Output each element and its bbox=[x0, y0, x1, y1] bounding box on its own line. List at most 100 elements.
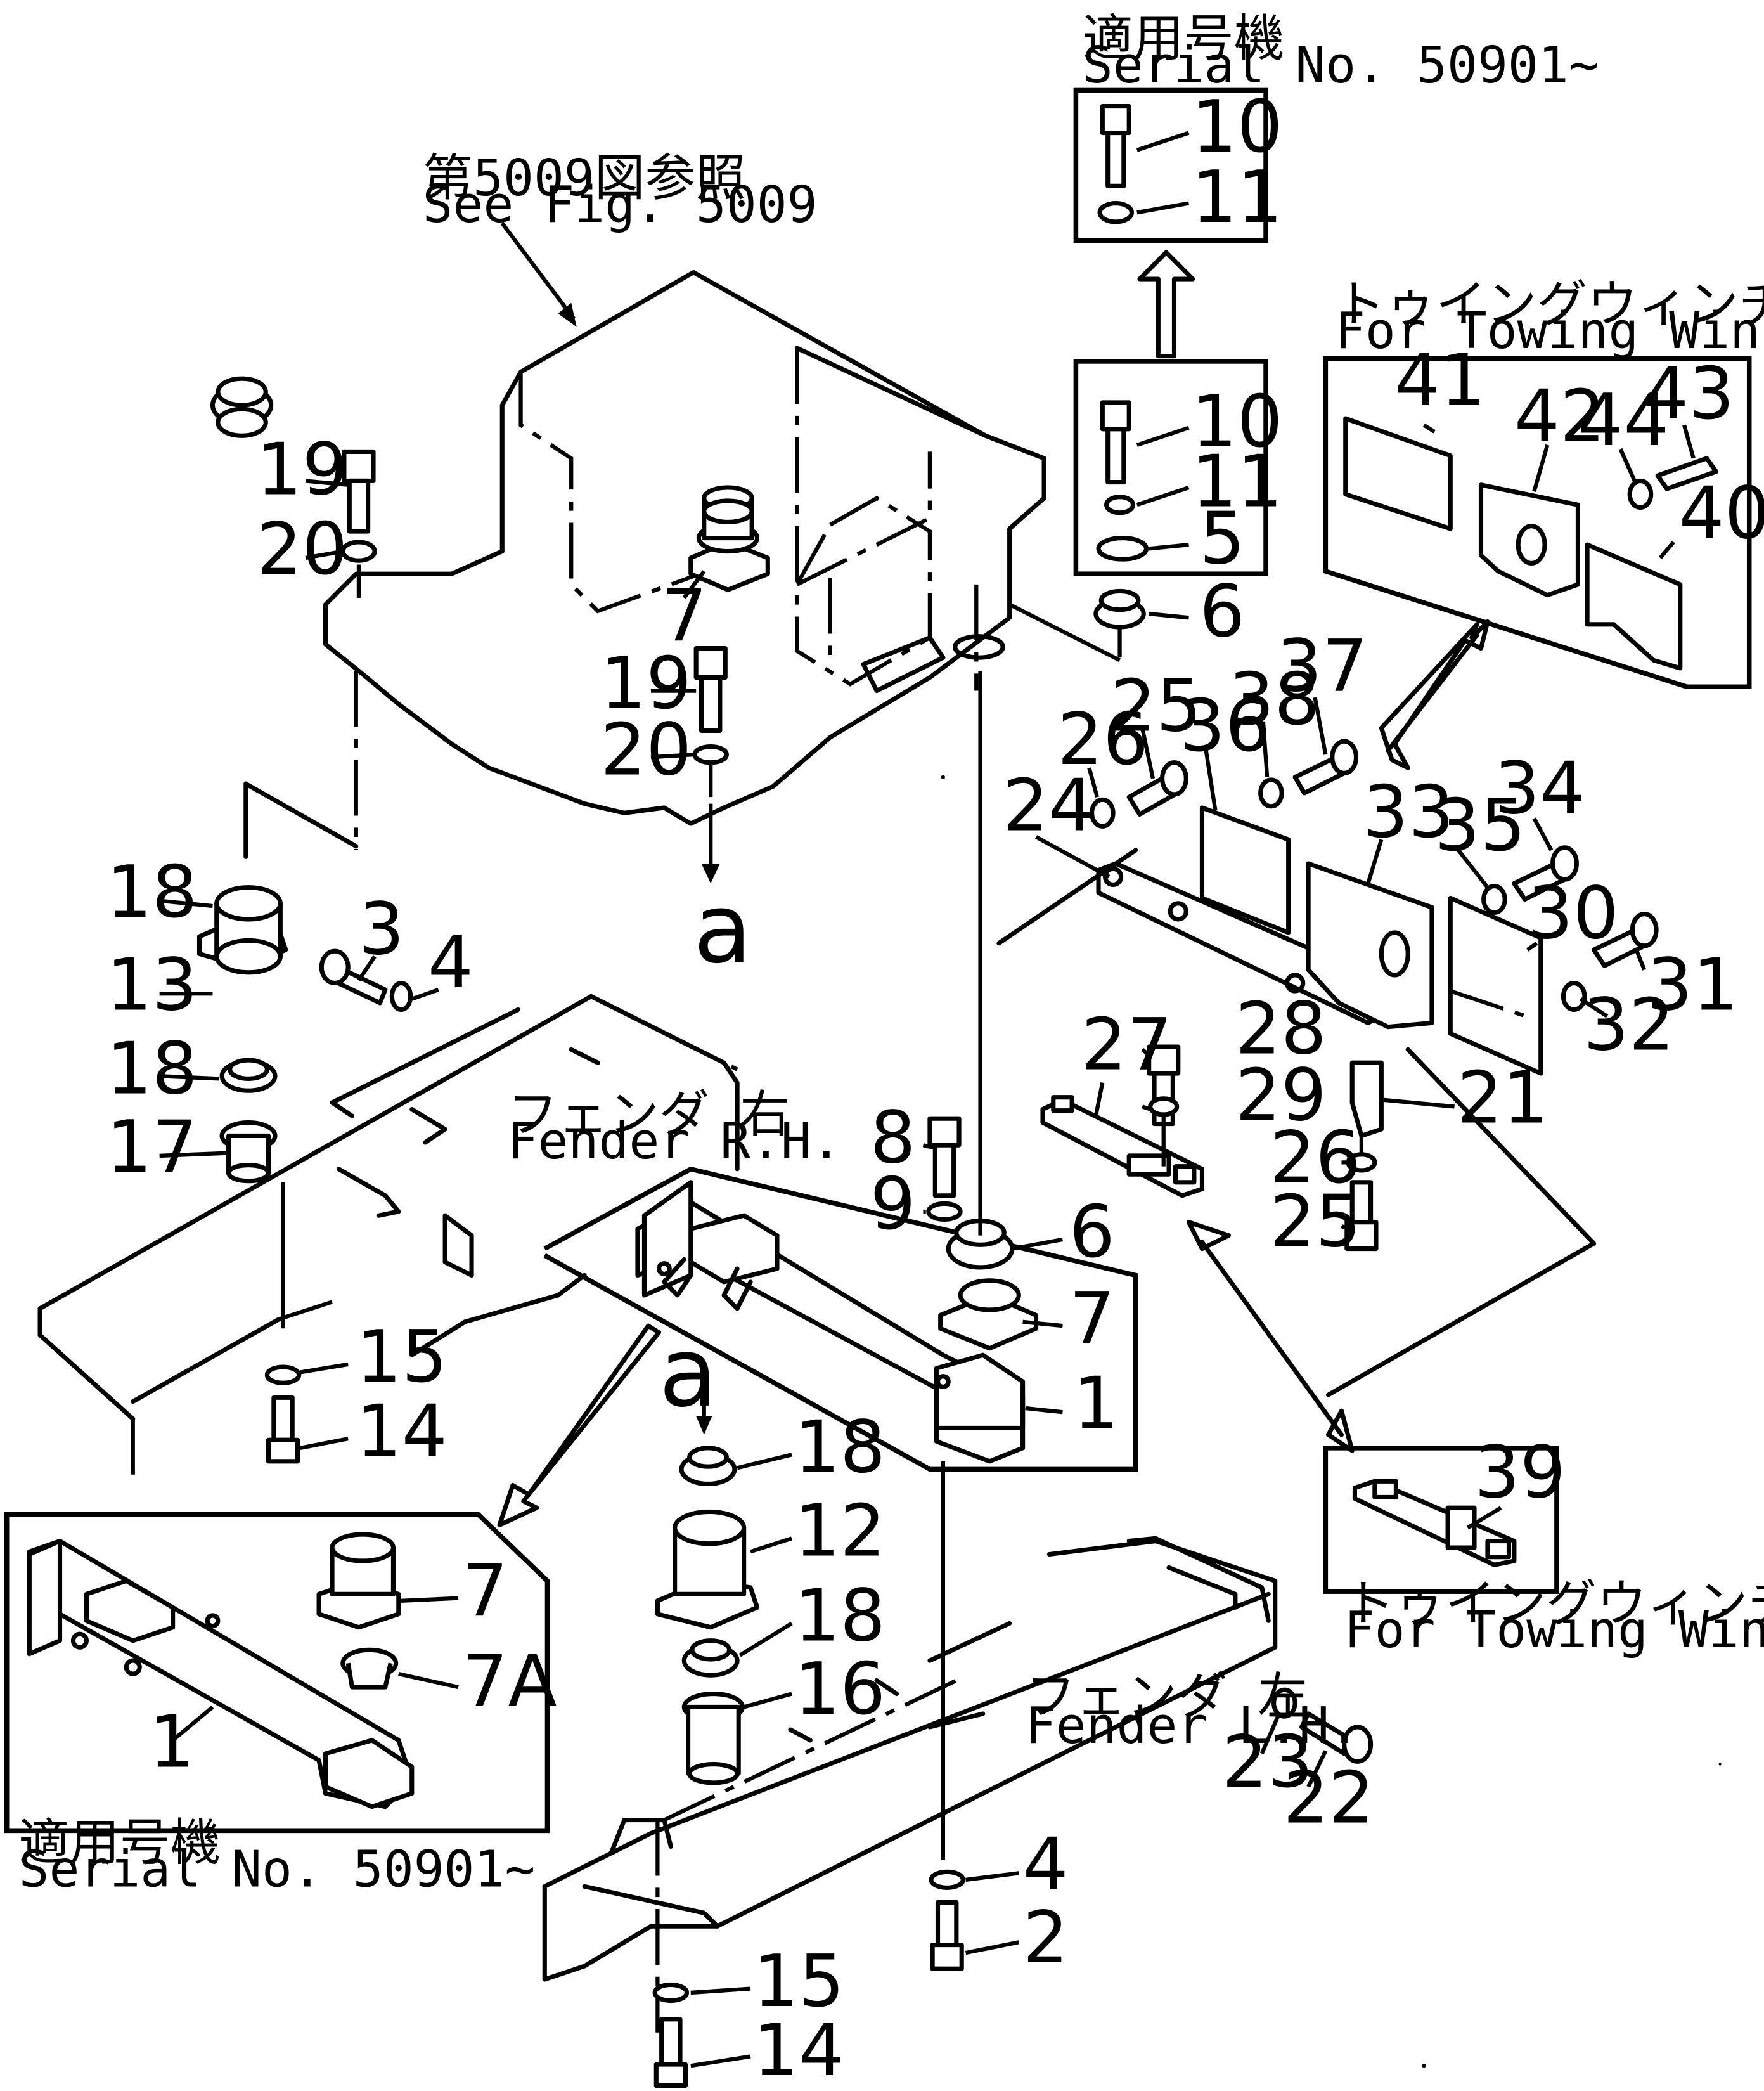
note-towing-top-jp: トゥイングウィンチ用 bbox=[1335, 275, 1764, 333]
leader-lines bbox=[159, 131, 1696, 2068]
double-arrow-bottom bbox=[1186, 1220, 1355, 1453]
label-40: 40 bbox=[1679, 472, 1764, 555]
label-29: 29 bbox=[1235, 1053, 1327, 1137]
inset-box-serial-bottom bbox=[4, 1512, 550, 1834]
label-11-top: 11 bbox=[1192, 155, 1283, 239]
view-a-arrow-upper bbox=[701, 803, 720, 884]
label-7a: 7A bbox=[462, 1639, 557, 1723]
tank-mount-7 bbox=[688, 485, 770, 592]
double-arrow-top bbox=[1379, 619, 1490, 770]
label-25a: 25 bbox=[1111, 664, 1202, 748]
label-21: 21 bbox=[1457, 1056, 1548, 1140]
view-marker-upper: a bbox=[693, 873, 752, 985]
label-14-bottom: 14 bbox=[753, 2009, 844, 2091]
bolt-28 bbox=[1147, 1044, 1181, 1167]
view-marker-lower: a bbox=[659, 1317, 717, 1428]
label-23: 23 bbox=[1222, 1720, 1313, 1804]
label-43: 43 bbox=[1643, 352, 1734, 436]
label-7-tank: 7 bbox=[662, 574, 707, 657]
fender-rh bbox=[37, 994, 740, 1475]
bracket-24-assembly bbox=[996, 805, 1597, 1397]
label-20b: 20 bbox=[600, 708, 692, 792]
frame-1-main bbox=[635, 1180, 1026, 1464]
note-serial-top-jp: 適用号機 bbox=[1083, 9, 1284, 68]
tank-bolt-19a bbox=[340, 449, 377, 598]
label-31: 31 bbox=[1647, 943, 1738, 1026]
bolt-22 bbox=[1271, 1687, 1374, 1764]
bolt-37 bbox=[1258, 739, 1359, 809]
label-44: 44 bbox=[1578, 379, 1669, 462]
label-25b: 25 bbox=[1270, 1179, 1361, 1263]
stray-dot bbox=[1718, 1763, 1722, 1766]
fuel-tank-outline bbox=[243, 269, 1046, 860]
note-fender-lh-jp: フェンダ 左 bbox=[1026, 1667, 1308, 1726]
inset-box-towing-bottom bbox=[1323, 1446, 1559, 1594]
bolt-34 bbox=[1481, 845, 1579, 916]
up-arrow bbox=[1137, 250, 1195, 359]
inset-box-washers bbox=[1073, 359, 1268, 576]
label-15-bottom: 15 bbox=[753, 1939, 844, 2023]
notes: 適用号機 Serial No. 50901∼ 第5009図参照 See Fig.… bbox=[19, 9, 1764, 1898]
label-6-upper: 6 bbox=[1199, 570, 1245, 654]
fender-lh bbox=[542, 1536, 1278, 2033]
label-28: 28 bbox=[1235, 987, 1327, 1071]
label-20a: 20 bbox=[257, 507, 348, 591]
label-33: 33 bbox=[1363, 770, 1454, 854]
note-fender-rh-en: Fender R.H. bbox=[508, 1111, 842, 1170]
note-see-fig-jp: 第5009図参照 bbox=[423, 148, 746, 207]
mount-18-lower-a bbox=[679, 1446, 737, 1487]
note-serial-bottom-jp: 適用号機 bbox=[19, 1813, 221, 1872]
inset-box-towing-top bbox=[1323, 356, 1752, 690]
label-1-inset: 1 bbox=[149, 1700, 195, 1784]
see-fig-arrow bbox=[500, 222, 577, 327]
label-16: 16 bbox=[794, 1647, 885, 1731]
label-30: 30 bbox=[1528, 871, 1619, 955]
label-39: 39 bbox=[1474, 1430, 1566, 1514]
note-fender-rh-jp: フェンダ 右 bbox=[508, 1085, 790, 1144]
bolt-14-bottom bbox=[652, 1982, 690, 2088]
label-38: 38 bbox=[1228, 657, 1320, 741]
bolt-8 bbox=[926, 1116, 963, 1222]
label-11-mid: 11 bbox=[1192, 439, 1283, 523]
view-a-arrow-lower bbox=[696, 1382, 712, 1435]
label-34: 34 bbox=[1494, 746, 1585, 830]
mount-18-lower-b bbox=[681, 1638, 740, 1678]
mount-13 bbox=[196, 885, 288, 975]
note-towing-bottom-jp: トゥイングウィンチ用 bbox=[1344, 1574, 1764, 1633]
note-towing-top-en: For Towing Winch bbox=[1335, 301, 1764, 360]
label-35: 35 bbox=[1434, 784, 1526, 867]
inset-box-serial-top bbox=[1073, 87, 1268, 243]
mount-18-mid bbox=[219, 1058, 278, 1093]
label-26b: 26 bbox=[1270, 1116, 1361, 1200]
label-18c: 18 bbox=[794, 1406, 885, 1489]
label-18d: 18 bbox=[794, 1574, 885, 1658]
mount-16 bbox=[681, 1691, 745, 1785]
label-8: 8 bbox=[870, 1096, 916, 1179]
label-7-main: 7 bbox=[1069, 1276, 1115, 1360]
bolt-2 bbox=[929, 1869, 965, 1971]
bolt-31 bbox=[1561, 912, 1659, 1012]
label-18b: 18 bbox=[106, 1026, 198, 1110]
label-27: 27 bbox=[1081, 1003, 1173, 1087]
label-41: 41 bbox=[1394, 339, 1486, 422]
bolt-3 bbox=[319, 948, 413, 1012]
note-serial-top-en: Serial No. 50901∼ bbox=[1083, 36, 1599, 94]
bolt-25b bbox=[1344, 1136, 1379, 1252]
frame-box-right bbox=[543, 1166, 1138, 1472]
label-7-inset: 7 bbox=[462, 1549, 508, 1633]
label-36: 36 bbox=[1180, 684, 1271, 768]
label-6-lower: 6 bbox=[1069, 1190, 1115, 1274]
label-2: 2 bbox=[1023, 1896, 1069, 1979]
note-serial-bottom-en: Serial No. 50901∼ bbox=[19, 1839, 536, 1898]
note-see-fig-en: See Fig. 5009 bbox=[423, 175, 818, 234]
label-42: 42 bbox=[1514, 375, 1606, 458]
label-5: 5 bbox=[1199, 496, 1245, 580]
label-12: 12 bbox=[794, 1489, 885, 1573]
label-19a: 19 bbox=[257, 427, 348, 511]
label-26a: 26 bbox=[1057, 697, 1149, 781]
mount-12 bbox=[655, 1509, 760, 1630]
label-9: 9 bbox=[870, 1162, 916, 1246]
label-37: 37 bbox=[1277, 625, 1368, 708]
